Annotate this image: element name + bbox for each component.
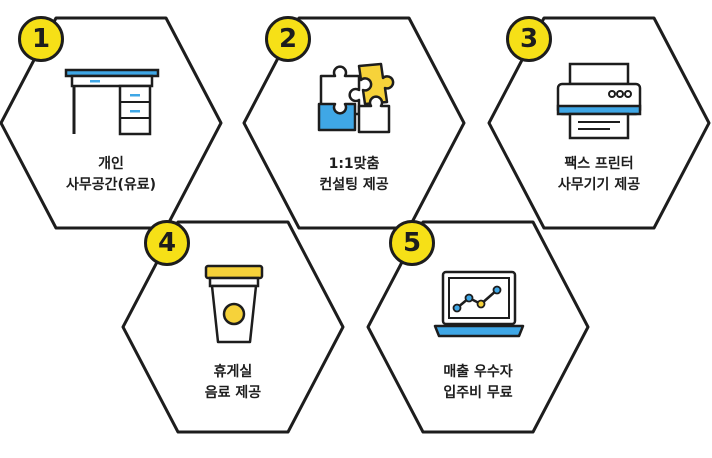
feature-label: 팩스 프린터 사무기기 제공 [484, 154, 712, 196]
feature-label: 1:1맞춤 컨설팅 제공 [239, 154, 469, 196]
feature-label-line1: 매출 우수자 [443, 364, 513, 380]
feature-card-4: 4 휴게실 음료 제공 [118, 212, 348, 442]
feature-card-5: 5 매출 우수자 입주비 무료 [363, 212, 593, 442]
feature-card-2: 2 1:1맞춤 컨설팅 제공 [239, 8, 469, 238]
feature-label-line1: 휴게실 [213, 364, 253, 380]
coffee-cup-icon [204, 264, 264, 344]
feature-label-line1: 개인 [98, 156, 124, 172]
feature-label-line1: 팩스 프린터 [564, 156, 634, 172]
laptop-chart-icon [433, 270, 525, 338]
number-badge: 5 [389, 220, 435, 266]
feature-card-1: 1 개인 사무공간(유료) [0, 8, 226, 238]
puzzle-icon [317, 62, 395, 134]
feature-card-3: 3 팩스 프린터 사무기기 제공 [484, 8, 712, 238]
feature-label-line2: 사무기기 제공 [557, 177, 641, 193]
feature-label-line1: 1:1맞춤 [328, 156, 380, 172]
feature-label-line2: 사무공간(유료) [65, 177, 157, 193]
desk-icon [64, 68, 160, 136]
feature-label: 매출 우수자 입주비 무료 [363, 362, 593, 404]
number-badge: 1 [18, 16, 64, 62]
number-badge: 2 [265, 16, 311, 62]
number-badge: 4 [144, 220, 190, 266]
feature-label-line2: 입주비 무료 [443, 385, 513, 401]
feature-label-line2: 컨설팅 제공 [319, 177, 389, 193]
number-badge: 3 [506, 16, 552, 62]
feature-label: 개인 사무공간(유료) [0, 154, 226, 196]
feature-label-line2: 음료 제공 [204, 385, 262, 401]
feature-label: 휴게실 음료 제공 [118, 362, 348, 404]
printer-icon [556, 62, 642, 140]
